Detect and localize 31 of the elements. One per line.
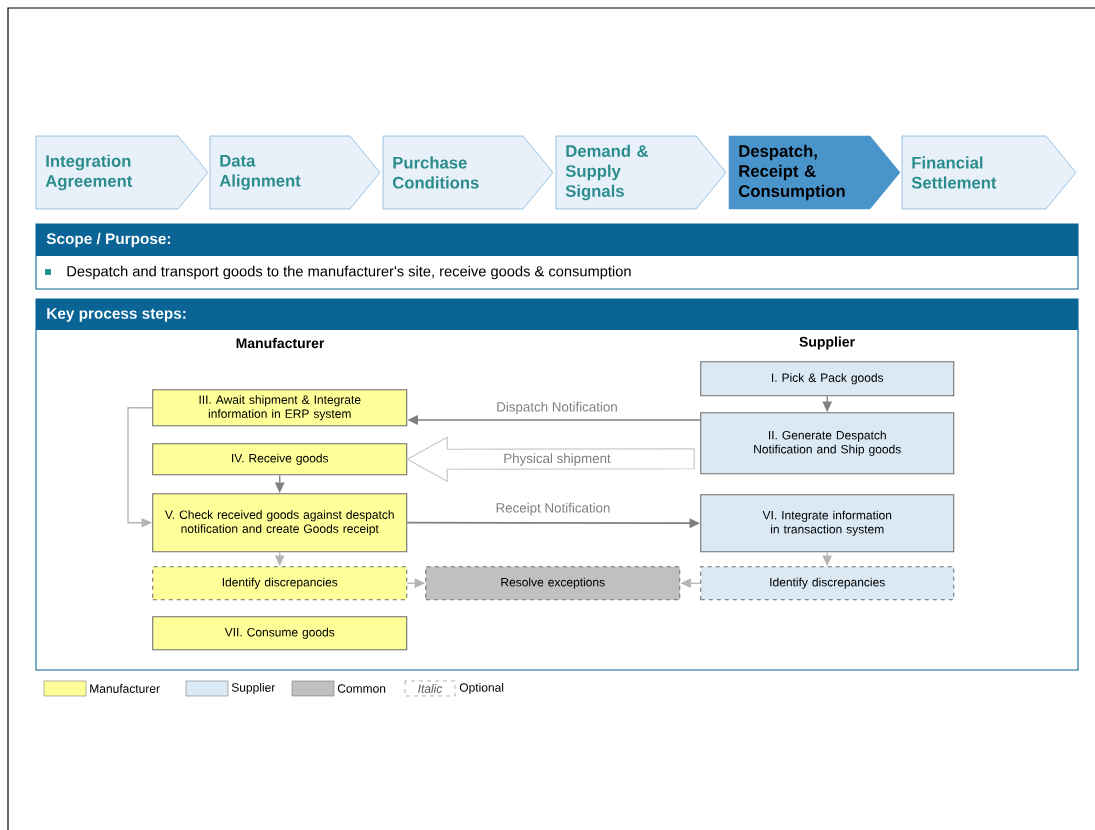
phase-tab: Integration Agreement: [35, 135, 209, 210]
process-box: I. Pick & Pack goods: [700, 361, 955, 397]
phase-tab: Demand & Supply Signals: [555, 135, 727, 210]
process-box: II. Generate Despatch Notification and Ship goods: [700, 412, 955, 475]
legend-text: Optional: [459, 682, 504, 695]
phase-tab: Despatch, Receipt & Consumption: [728, 135, 901, 210]
legend-text: Common: [337, 684, 386, 693]
edge-label: Dispatch Notification: [494, 400, 620, 416]
bullet-text: Despatch and transport goods to the manufacturer's site, receive goods & consumption: [67, 265, 631, 280]
section-heading: Scope / Purpose:: [46, 232, 171, 248]
steps-panel: [35, 298, 1079, 671]
phase-tab: Purchase Conditions: [382, 135, 554, 210]
process-box: VII. Consume goods: [152, 616, 408, 651]
process-box: III. Await shipment & Integrate information in ERP system: [152, 389, 408, 427]
phase-tab: Financial Settlement: [901, 135, 1077, 210]
edge-label: Receipt Notification: [494, 501, 612, 517]
scope-panel: [35, 223, 1079, 290]
arrow: [127, 407, 153, 528]
column-heading: Manufacturer: [236, 337, 325, 349]
phase-tab: Data Alignment: [209, 135, 381, 210]
optional-step-box: Resolve exceptions: [425, 566, 681, 601]
section-heading: Key process steps:: [47, 308, 186, 322]
optional-step-box: Identify discrepancies: [700, 566, 955, 601]
process-box: VI. Integrate information in transaction system: [700, 494, 955, 553]
process-box: V. Check received goods against despatch notification and create Goods receipt: [152, 493, 408, 553]
legend-text: Manufacturer: [90, 684, 160, 693]
optional-step-box: Identify discrepancies: [152, 566, 408, 601]
block-arrow: [406, 436, 695, 483]
legend-text: Supplier: [231, 682, 276, 695]
edge-label: Physical shipment: [504, 453, 611, 466]
process-box: IV. Receive goods: [152, 443, 408, 476]
